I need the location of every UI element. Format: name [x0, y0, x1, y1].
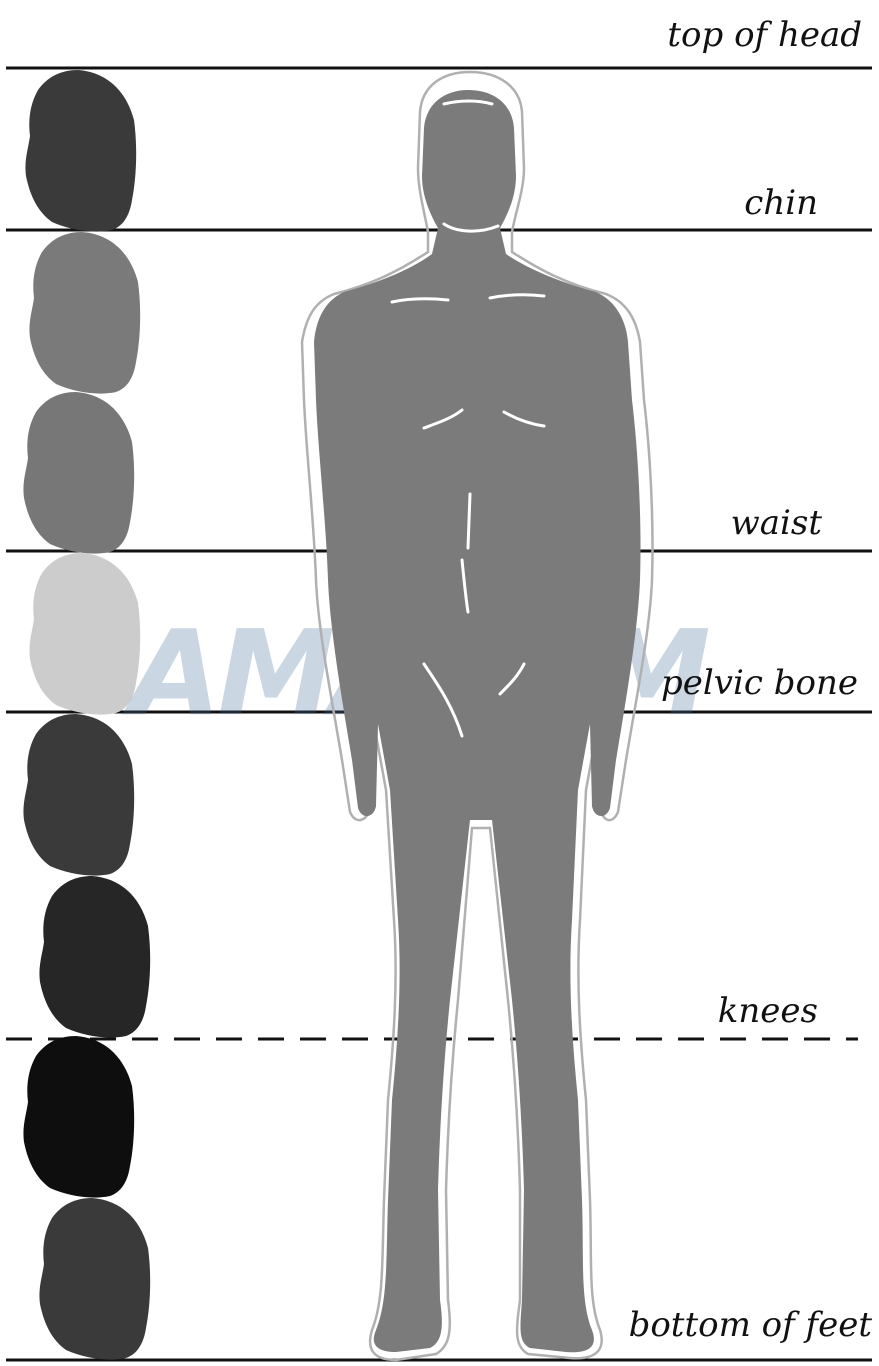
abdomen-stroke — [468, 494, 470, 548]
human-figure — [302, 72, 653, 1360]
head-unit-4 — [29, 553, 140, 715]
labels: top of head chin waist pelvic bone knees… — [629, 15, 873, 1345]
label-knees: knees — [718, 991, 818, 1031]
head-unit-3 — [23, 392, 134, 554]
head-unit-8 — [39, 1198, 150, 1360]
label-top-of-head: top of head — [667, 15, 862, 55]
label-waist: waist — [731, 503, 823, 543]
head-unit-2 — [29, 232, 140, 394]
head-unit-1 — [25, 70, 136, 232]
head-unit-5 — [23, 714, 134, 876]
label-pelvic-bone: pelvic bone — [661, 663, 858, 703]
figure-silhouette — [314, 90, 641, 1352]
head-unit-6 — [39, 876, 150, 1038]
label-chin: chin — [744, 183, 818, 223]
label-bottom-of-feet: bottom of feet — [629, 1305, 873, 1345]
head-unit-7 — [23, 1036, 134, 1198]
